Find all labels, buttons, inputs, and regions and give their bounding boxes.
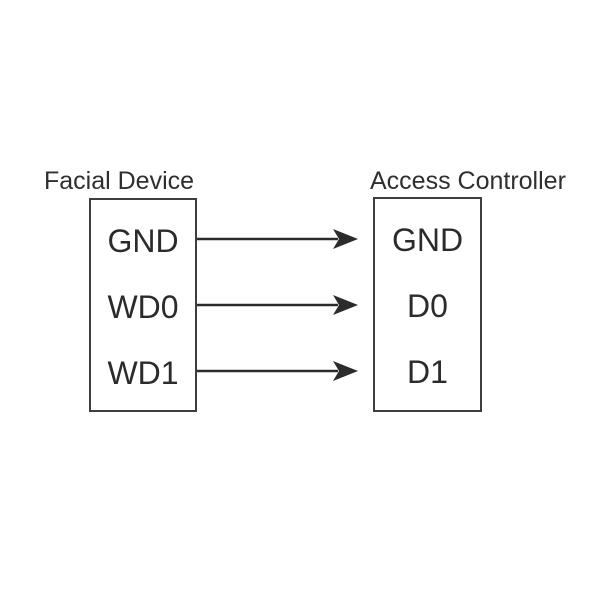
pin-row: D0 — [375, 273, 480, 339]
arrowhead-icon — [333, 295, 358, 315]
arrowhead-icon — [333, 361, 358, 381]
arrowhead-icon — [333, 229, 358, 249]
pin-row: GND — [91, 208, 195, 274]
pin-row: D1 — [375, 339, 480, 405]
connection-arrow-gnd — [197, 229, 358, 249]
pin-row: WD0 — [91, 274, 195, 340]
pin-label-d0: D0 — [407, 287, 448, 324]
pin-label-wd1: WD1 — [107, 354, 179, 391]
pin-label-wd0: WD0 — [107, 288, 179, 325]
connection-arrow-d1 — [197, 361, 358, 381]
right-device-title: Access Controller — [370, 167, 566, 195]
pin-label-gnd: GND — [107, 222, 179, 259]
pin-label-d1: D1 — [407, 353, 448, 390]
right-device-box: GND D0 D1 — [373, 197, 482, 412]
pin-label-gnd: GND — [391, 221, 464, 258]
left-device-box: GND WD0 WD1 — [89, 198, 197, 412]
pin-row: GND — [375, 207, 480, 273]
pin-row: WD1 — [91, 340, 195, 406]
connection-arrow-d0 — [197, 295, 358, 315]
left-device-title: Facial Device — [44, 167, 195, 195]
